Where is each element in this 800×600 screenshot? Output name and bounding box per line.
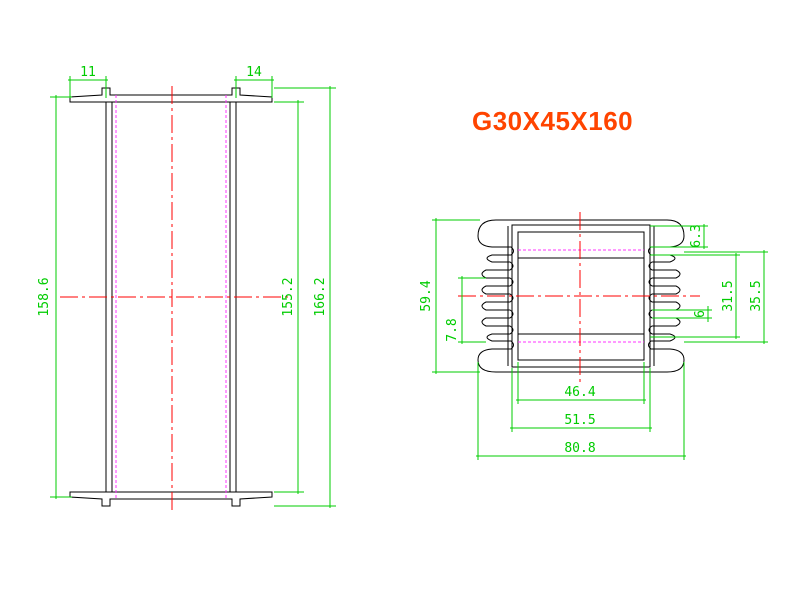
end-view-hidden-lines [518,249,644,343]
dim-left-slot: 7.8 [445,318,460,341]
dim-top-left: 11 [80,65,96,80]
dim-bottom-outer: 80.8 [564,441,595,456]
dim-right-mid: 31.5 [721,280,736,311]
dim-bottom-mid: 51.5 [564,413,595,428]
end-view-dimension-lines [432,218,768,460]
end-view: 6.3 6 31.5 35.5 59.4 7.8 46.4 51.5 80.8 [419,212,768,460]
end-view-flange-profile [477,219,685,373]
side-view-centerlines [60,86,290,510]
side-view-hidden-lines [115,95,227,499]
dim-outer-height: 166.2 [313,277,328,316]
dim-right-top: 6.3 [689,224,704,247]
dim-left-outer: 59.4 [419,280,434,311]
end-view-centerlines [458,212,700,384]
side-view-dimension-lines [50,76,336,508]
dim-inner-height: 155.2 [281,277,296,316]
dim-right-outer: 35.5 [749,280,764,311]
dim-top-right: 14 [246,65,262,80]
side-view: 11 14 158.6 155.2 166.2 [37,65,336,510]
dim-bottom-inner: 46.4 [564,385,595,400]
dim-left-height: 158.6 [37,277,52,316]
dim-right-slot: 6 [693,310,708,318]
model-title: G30X45X160 [472,106,634,136]
